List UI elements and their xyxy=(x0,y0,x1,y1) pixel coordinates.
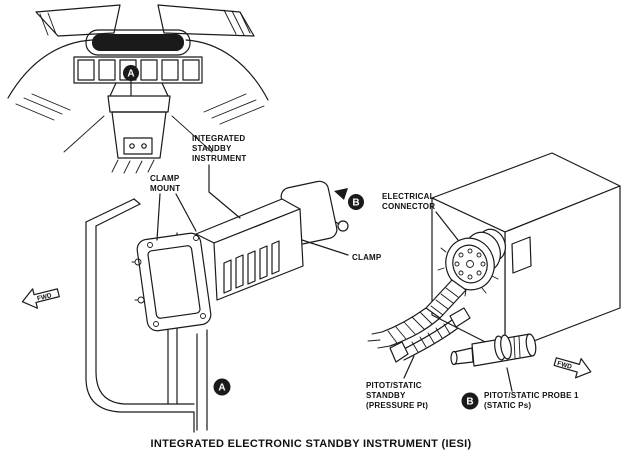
avionics-unit-box xyxy=(431,152,621,353)
panel-hatching-right xyxy=(203,93,265,125)
label-clamp-mount: CLAMP MOUNT xyxy=(150,174,180,193)
clamp-mount-label-line1: CLAMP xyxy=(150,174,180,183)
view-b-arrow-icon xyxy=(334,188,348,200)
marker-a-label: A xyxy=(127,69,134,80)
instrument-body xyxy=(195,198,304,301)
detail-marker-b-direction: B xyxy=(334,188,364,210)
detail-a-view: CLAMP B FWD A xyxy=(21,164,382,433)
marker-b-label: B xyxy=(352,198,359,209)
fwd-left-label: FWD xyxy=(36,292,52,302)
display-slot xyxy=(92,34,184,51)
windshield xyxy=(35,4,255,37)
fwd-right-label: FWD xyxy=(556,360,572,371)
standby-pressure-hose xyxy=(389,307,471,363)
label-pitot-static-standby: PITOT/STATIC STANDBY (PRESSURE Pt) xyxy=(366,355,428,410)
marker-a-detail-label: A xyxy=(218,383,225,394)
unit-vent-plate xyxy=(511,236,532,274)
label-pitot-static-probe1: PITOT/STATIC PROBE 1 (STATIC Ps) xyxy=(484,367,579,410)
detail-b-view: ELECTRICAL CONNECTOR PITOT/STATIC STANDB… xyxy=(366,152,621,410)
probe1-label-line1: PITOT/STATIC PROBE 1 xyxy=(484,391,579,400)
glareshield xyxy=(7,29,269,101)
standby-label-line1: PITOT/STATIC xyxy=(366,381,422,390)
detail-marker-b-view: B xyxy=(461,392,479,410)
isi-label-line3: INSTRUMENT xyxy=(192,154,246,163)
fwd-arrow-left-icon xyxy=(21,288,60,309)
standby-label-line3: (PRESSURE Pt) xyxy=(366,401,428,410)
panel-hatching-left xyxy=(15,93,71,121)
connector-cable xyxy=(367,279,467,349)
electrical-connector-drawing xyxy=(437,228,506,297)
clamp-mount-leader-2 xyxy=(175,193,197,232)
probe1-label-line2: (STATIC Ps) xyxy=(484,401,531,410)
isi-label-line2: STANDBY xyxy=(192,144,232,153)
cockpit-location-view: A xyxy=(7,4,269,174)
clamp-mount-leader-1 xyxy=(156,193,161,241)
electrical-connector-label-line1: ELECTRICAL xyxy=(382,192,435,201)
clamp-mount-label-line2: MOUNT xyxy=(150,184,180,193)
detail-marker-a-location: A xyxy=(123,65,139,96)
label-electrical-connector: ELECTRICAL CONNECTOR xyxy=(382,192,459,241)
clamp-slots xyxy=(223,240,280,294)
fwd-arrow-right-icon xyxy=(553,357,592,379)
standby-label-line2: STANDBY xyxy=(366,391,406,400)
label-clamp: CLAMP xyxy=(301,239,382,262)
isi-leader-line xyxy=(208,164,241,219)
center-pedestal xyxy=(63,82,213,174)
fwd-arrow-right: FWD xyxy=(553,357,592,379)
figure-caption: INTEGRATED ELECTRONIC STANDBY INSTRUMENT… xyxy=(151,438,472,450)
fwd-arrow-left: FWD xyxy=(21,288,60,309)
iesi-instrument-drawing xyxy=(131,180,349,332)
marker-b-detail-label: B xyxy=(466,397,473,408)
label-integrated-standby-instrument: INTEGRATED STANDBY INSTRUMENT xyxy=(192,134,246,163)
clamp-label: CLAMP xyxy=(352,253,382,262)
detail-marker-a-view: A xyxy=(213,378,231,396)
clamp-mount-bezel xyxy=(131,232,212,332)
pitot-static-probe-drawing xyxy=(450,333,537,367)
isi-label-line1: INTEGRATED xyxy=(192,134,245,143)
electrical-connector-label-line2: CONNECTOR xyxy=(382,202,435,211)
